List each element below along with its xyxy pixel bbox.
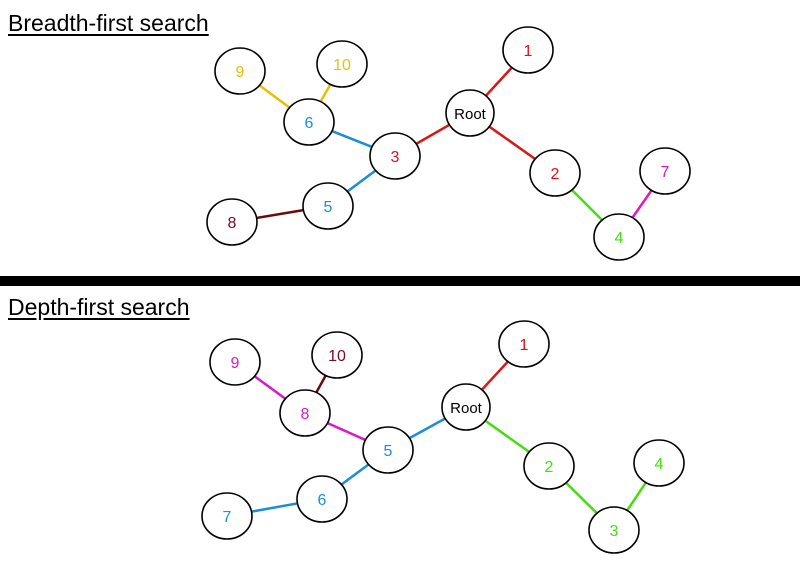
bfs-node-n10: 10 bbox=[316, 40, 368, 88]
bfs-node-n2: 2 bbox=[529, 149, 581, 197]
dfs-node-label-n9: 9 bbox=[231, 355, 240, 372]
bfs-title: Breadth-first search bbox=[8, 10, 209, 36]
dfs-node-circle-n7 bbox=[201, 492, 253, 540]
bfs-node-circle-n2 bbox=[529, 149, 581, 197]
dfs-node-n3: 3 bbox=[588, 506, 640, 554]
dfs-node-n2: 2 bbox=[523, 442, 575, 490]
bfs-node-n5: 5 bbox=[302, 182, 354, 230]
dfs-node-label-n1: 1 bbox=[520, 337, 529, 354]
dfs-node-label-n2: 2 bbox=[545, 459, 554, 476]
bfs-node-n8: 8 bbox=[206, 198, 258, 246]
dfs-node-circle-n3 bbox=[588, 506, 640, 554]
dfs-node-label-n7: 7 bbox=[223, 509, 232, 526]
dfs-node-n7: 7 bbox=[201, 492, 253, 540]
bfs-node-n7: 7 bbox=[639, 147, 691, 195]
dfs-node-n6: 6 bbox=[296, 475, 348, 523]
bfs-node-label-n10: 10 bbox=[333, 57, 351, 74]
bfs-node-label-n1: 1 bbox=[524, 43, 533, 60]
dfs-node-n4: 4 bbox=[633, 439, 685, 487]
dfs-node-circle-n8 bbox=[279, 389, 331, 437]
bfs-node-label-n8: 8 bbox=[228, 215, 237, 232]
dfs-node-circle-root bbox=[441, 383, 491, 431]
bfs-node-label-n4: 4 bbox=[615, 230, 624, 247]
dfs-node-circle-n2 bbox=[523, 442, 575, 490]
bfs-node-circle-n3 bbox=[369, 132, 421, 180]
bfs-node-circle-n1 bbox=[502, 26, 554, 74]
bfs-node-root: Root bbox=[445, 89, 495, 137]
dfs-node-circle-n4 bbox=[633, 439, 685, 487]
bfs-node-circle-n5 bbox=[302, 182, 354, 230]
dfs-node-circle-n5 bbox=[362, 426, 414, 474]
bfs-node-circle-n10 bbox=[316, 40, 368, 88]
dfs-node-n8: 8 bbox=[279, 389, 331, 437]
bfs-node-n6: 6 bbox=[283, 98, 335, 146]
dfs-node-label-n4: 4 bbox=[655, 456, 664, 473]
bfs-node-label-root: Root bbox=[454, 106, 487, 123]
bfs-node-n4: 4 bbox=[593, 213, 645, 261]
dfs-node-n1: 1 bbox=[498, 320, 550, 368]
dfs-node-circle-n1 bbox=[498, 320, 550, 368]
bfs-node-n3: 3 bbox=[369, 132, 421, 180]
bfs-node-label-n3: 3 bbox=[391, 149, 400, 166]
dfs-node-n10: 10 bbox=[311, 331, 363, 379]
dfs-node-label-n5: 5 bbox=[384, 443, 393, 460]
dfs-title: Depth-first search bbox=[8, 294, 190, 320]
bfs-node-label-n6: 6 bbox=[305, 115, 314, 132]
bfs-node-circle-n7 bbox=[639, 147, 691, 195]
dfs-node-circle-n6 bbox=[296, 475, 348, 523]
dfs-node-circle-n9 bbox=[209, 338, 261, 386]
bfs-node-circle-n8 bbox=[206, 198, 258, 246]
dfs-node-label-n6: 6 bbox=[318, 492, 327, 509]
bfs-node-label-n5: 5 bbox=[324, 199, 333, 216]
bfs-node-label-n9: 9 bbox=[236, 64, 245, 81]
bfs-node-circle-n4 bbox=[593, 213, 645, 261]
bfs-node-n9: 9 bbox=[214, 47, 266, 95]
bfs-node-label-n7: 7 bbox=[661, 164, 670, 181]
dfs-node-label-n8: 8 bbox=[301, 406, 310, 423]
bfs-node-circle-n6 bbox=[283, 98, 335, 146]
bfs-node-label-n2: 2 bbox=[551, 166, 560, 183]
dfs-node-label-n3: 3 bbox=[610, 523, 619, 540]
dfs-node-n5: 5 bbox=[362, 426, 414, 474]
bfs-node-circle-n9 bbox=[214, 47, 266, 95]
dfs-node-label-n10: 10 bbox=[328, 348, 346, 365]
bfs-node-n1: 1 bbox=[502, 26, 554, 74]
dfs-node-root: Root bbox=[441, 383, 491, 431]
dfs-node-n9: 9 bbox=[209, 338, 261, 386]
dfs-node-circle-n10 bbox=[311, 331, 363, 379]
bfs-graph: Root 1 2 3 4 5 6 7 8 9 10 bbox=[206, 26, 691, 261]
dfs-node-label-root: Root bbox=[450, 400, 483, 417]
bfs-node-circle-root bbox=[445, 89, 495, 137]
section-divider bbox=[0, 276, 800, 286]
